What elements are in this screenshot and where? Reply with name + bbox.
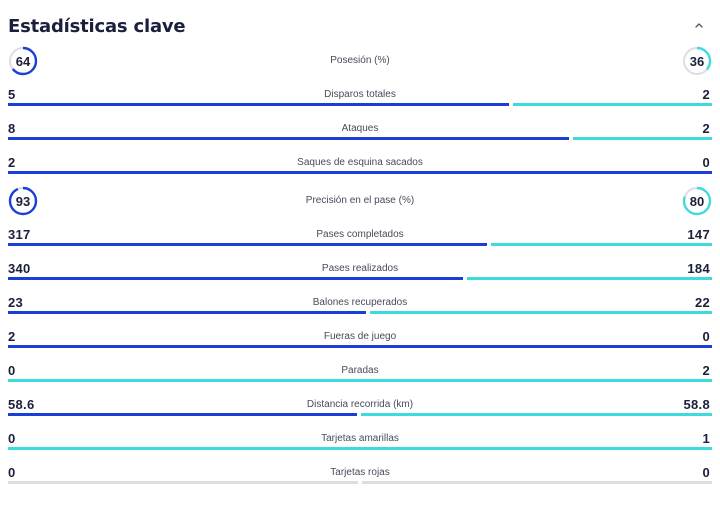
home-bar [8, 481, 358, 484]
stat-label: Distancia recorrida (km) [306, 399, 414, 410]
away-bar [573, 137, 712, 140]
away-bar [466, 277, 712, 280]
away-bar [490, 243, 712, 246]
home-bar [8, 137, 570, 140]
stat-label: Pases realizados [321, 263, 399, 274]
away-value: 58.8 [683, 397, 710, 412]
away-bar [362, 481, 712, 484]
comparison-bar [8, 311, 712, 314]
stat-label: Tarjetas amarillas [321, 433, 399, 444]
home-value: 340 [8, 261, 31, 276]
stat-label: Ataques [341, 123, 379, 134]
away-value: 1 [702, 431, 710, 446]
home-value: 0 [8, 431, 16, 446]
stat-label: Saques de esquina sacados [297, 157, 423, 168]
chevron-up-icon[interactable] [692, 18, 706, 32]
stat-label: Fueras de juego [323, 331, 397, 342]
home-value: 2 [8, 155, 16, 170]
away-pass-accuracy-value: 80 [689, 194, 705, 209]
away-value: 2 [702, 87, 710, 102]
away-bar [8, 379, 712, 382]
comparison-bar [8, 103, 712, 106]
stat-label: Disparos totales [324, 89, 396, 100]
stat-row-possession: 64 Posesión (%) 36 [8, 46, 712, 76]
away-bar [369, 311, 712, 314]
away-possession-ring: 36 [682, 46, 712, 76]
away-value: 0 [702, 155, 710, 170]
away-value: 184 [687, 261, 710, 276]
home-bar [8, 103, 509, 106]
home-value: 317 [8, 227, 31, 242]
away-ring-progress [682, 46, 712, 76]
home-bar [8, 171, 712, 174]
home-value: 5 [8, 87, 16, 102]
comparison-bar [8, 379, 712, 382]
comparison-bar [8, 243, 712, 246]
stat-row-pass-accuracy: 93 Precisión en el pase (%) 80 [8, 186, 712, 216]
away-value: 2 [702, 363, 710, 378]
away-possession-value: 36 [689, 54, 705, 69]
comparison-bar [8, 447, 712, 450]
away-value: 0 [702, 329, 710, 344]
stat-label: Pases completados [316, 229, 404, 240]
home-value: 23 [8, 295, 24, 310]
stat-label: Precisión en el pase (%) [305, 195, 415, 206]
home-bar [8, 413, 358, 416]
comparison-bar [8, 137, 712, 140]
stats-header: Estadísticas clave [8, 16, 712, 40]
home-bar [8, 345, 712, 348]
comparison-bar [8, 345, 712, 348]
section-title: Estadísticas clave [8, 16, 186, 37]
away-value: 22 [694, 295, 710, 310]
home-pass-accuracy-value: 93 [15, 194, 31, 209]
home-value: 8 [8, 121, 16, 136]
stat-label: Paradas [341, 365, 379, 376]
stat-label: Tarjetas rojas [330, 467, 390, 478]
away-ring-progress [682, 186, 712, 216]
stat-label: Posesión (%) [330, 55, 390, 66]
home-pass-accuracy-ring: 93 [8, 186, 38, 216]
home-bar [8, 311, 366, 314]
comparison-bar [8, 171, 712, 174]
home-ring-progress [8, 46, 38, 76]
home-bar [8, 243, 487, 246]
home-bar [8, 277, 463, 280]
away-bar [512, 103, 712, 106]
home-possession-value: 64 [15, 54, 31, 69]
away-bar [361, 413, 712, 416]
home-possession-ring: 64 [8, 46, 38, 76]
away-pass-accuracy-ring: 80 [682, 186, 712, 216]
away-bar [8, 447, 712, 450]
home-value: 0 [8, 363, 16, 378]
away-value: 147 [687, 227, 710, 242]
stat-label: Balones recuperados [312, 297, 408, 308]
home-value: 0 [8, 465, 16, 480]
comparison-bar [8, 277, 712, 280]
comparison-bar [8, 481, 712, 484]
comparison-bar [8, 413, 712, 416]
home-ring-progress [8, 186, 38, 216]
away-value: 0 [702, 465, 710, 480]
home-value: 2 [8, 329, 16, 344]
away-value: 2 [702, 121, 710, 136]
home-value: 58.6 [8, 397, 35, 412]
